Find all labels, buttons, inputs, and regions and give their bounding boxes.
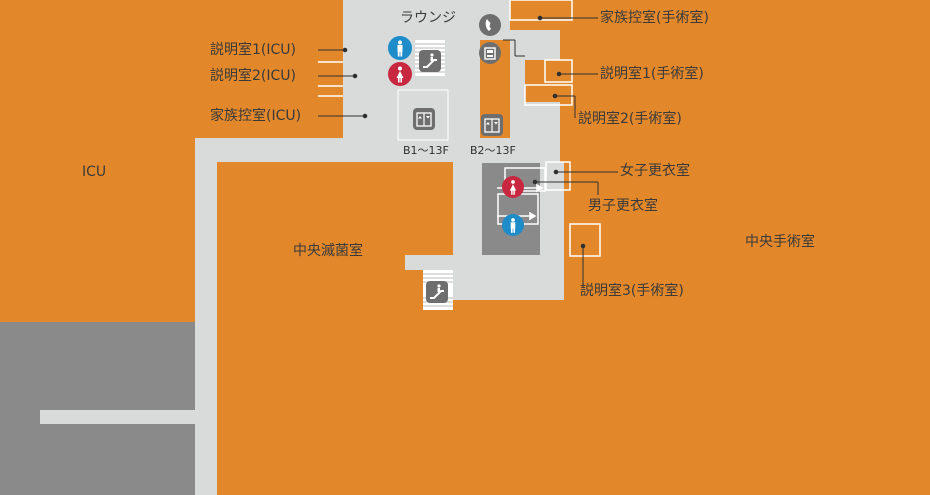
family-surgery-label: 家族控室(手術室)	[600, 10, 709, 26]
central-surgery-shape	[217, 0, 930, 495]
elevator-lobby-1	[397, 89, 449, 141]
explain1-surgery-outline	[544, 59, 573, 83]
central-sterile-label: 中央滅菌室	[293, 243, 363, 259]
icu-label: ICU	[82, 164, 107, 180]
explain2-icu-label: 説明室2(ICU)	[210, 68, 296, 84]
explain3-surgery-label: 説明室3(手術室)	[580, 283, 684, 299]
womens-locker-label: 女子更衣室	[620, 163, 690, 179]
explain1-icu-label: 説明室1(ICU)	[210, 42, 296, 58]
womens-locker-room-outline	[545, 161, 571, 191]
icu-rooms	[318, 40, 343, 138]
explain1-surgery-label: 説明室1(手術室)	[600, 66, 704, 82]
elevator-icon	[481, 114, 503, 136]
explain2-surgery-outline	[524, 84, 573, 106]
elevator-icon	[413, 108, 435, 130]
icu-area	[0, 0, 343, 322]
elevator1-range-label: B1～13F	[403, 144, 449, 157]
escalator-icon	[419, 50, 441, 72]
phone-icon	[479, 14, 501, 36]
vending-machine-icon	[479, 42, 501, 64]
female-restroom-icon	[502, 176, 524, 198]
explain3-surgery-outline	[569, 223, 601, 257]
mens-locker-label: 男子更衣室	[588, 198, 658, 214]
male-restroom-icon	[388, 36, 412, 60]
female-restroom-icon	[388, 62, 412, 86]
escalator-icon	[426, 281, 448, 303]
gray-block-corridor	[40, 410, 195, 424]
central-surgery-label: 中央手術室	[745, 234, 815, 250]
elevator2-range-label: B2～13F	[470, 144, 516, 157]
family-icu-label: 家族控室(ICU)	[210, 108, 302, 124]
lounge-label: ラウンジ	[400, 10, 456, 26]
central-sterile-room-shape	[217, 162, 453, 343]
explain2-surgery-label: 説明室2(手術室)	[578, 111, 682, 127]
gray-block	[0, 322, 195, 495]
male-restroom-icon	[502, 214, 524, 236]
